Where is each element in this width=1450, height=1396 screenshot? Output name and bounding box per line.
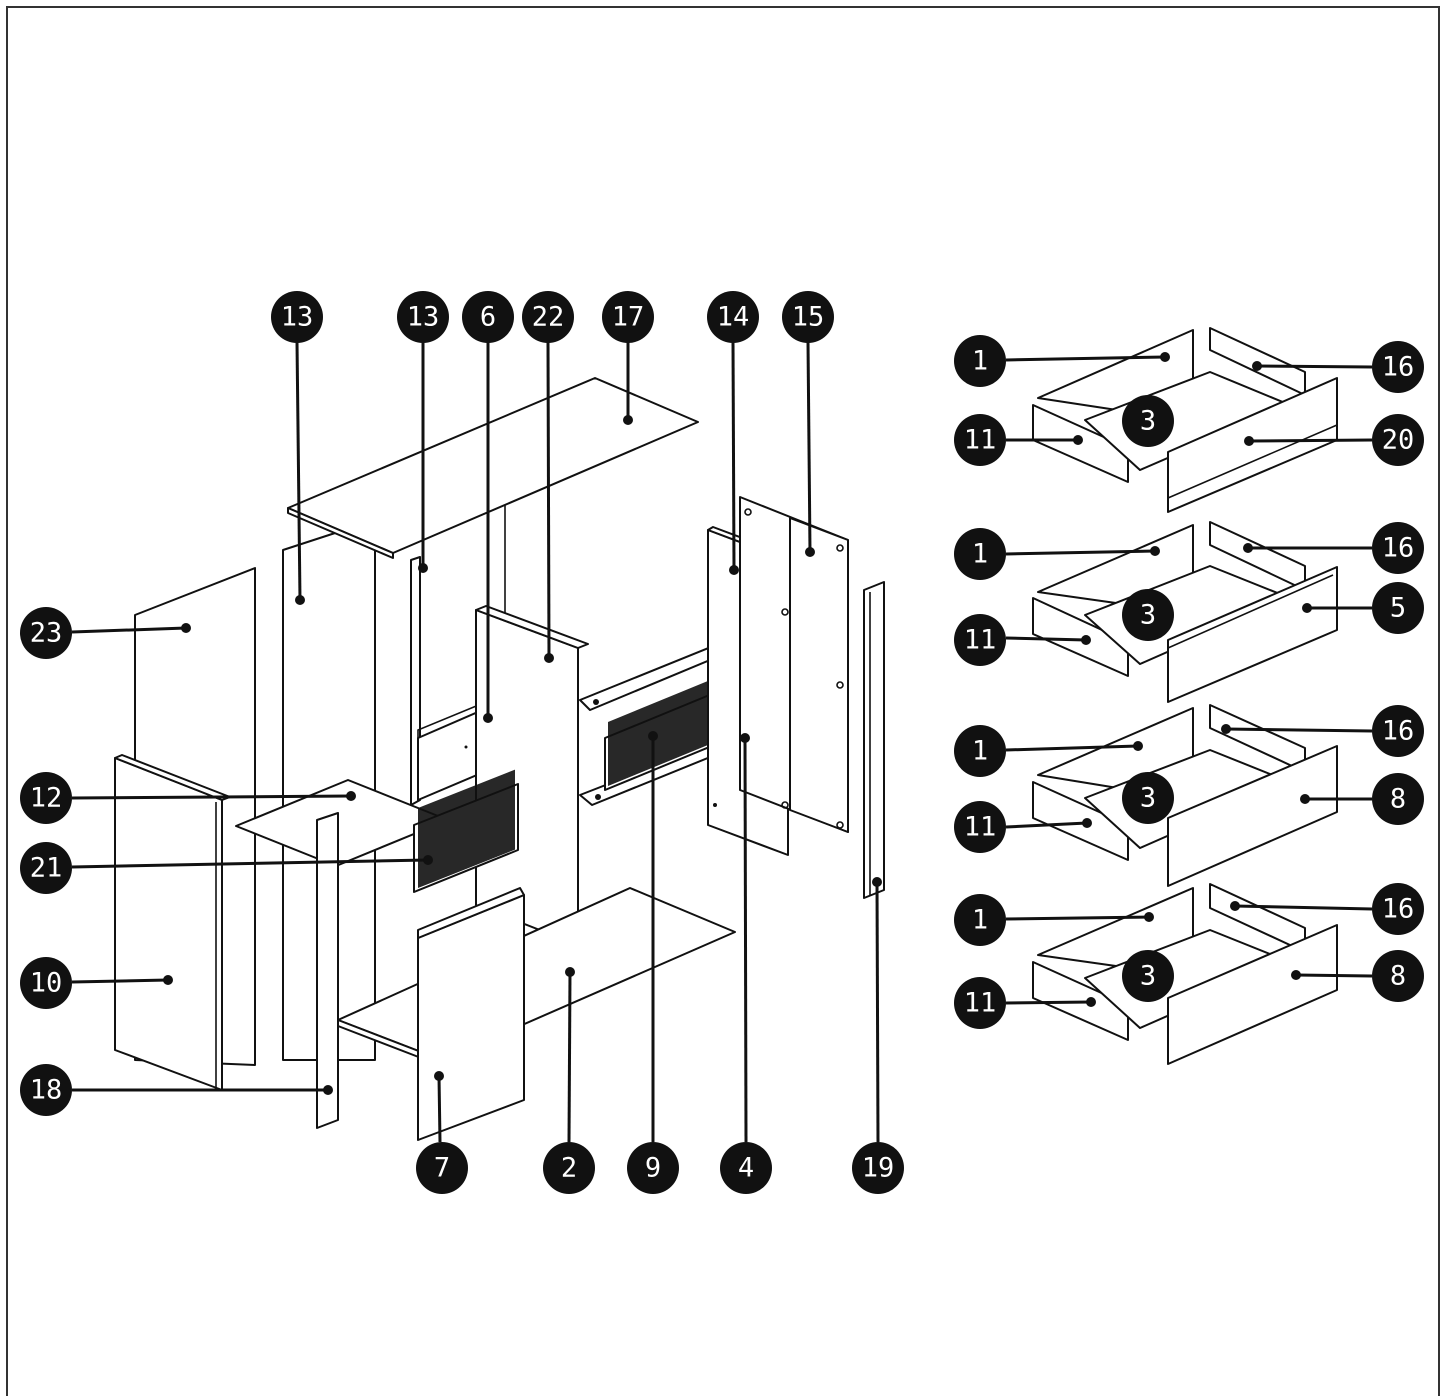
rail-18 [316, 812, 339, 1129]
svg-text:16: 16 [1382, 716, 1415, 747]
badge-22: 22 [522, 291, 574, 343]
drawer-2 [1032, 521, 1338, 703]
svg-text:16: 16 [1382, 894, 1415, 925]
svg-text:23: 23 [30, 618, 63, 649]
badge-drawer1-front: 20 [1372, 414, 1424, 466]
svg-text:8: 8 [1390, 784, 1406, 815]
svg-text:11: 11 [964, 988, 997, 1019]
badge-10: 10 [20, 957, 72, 1009]
badge-drawer4-side-right: 16 [1372, 883, 1424, 935]
badge-drawer3-front: 8 [1372, 773, 1424, 825]
top-board-17-edge [287, 507, 394, 559]
svg-text:11: 11 [964, 425, 997, 456]
drawing-frame [6, 6, 1440, 1396]
svg-text:5: 5 [1390, 593, 1406, 624]
svg-text:11: 11 [964, 625, 997, 656]
badge-drawer2-side-right: 16 [1372, 522, 1424, 574]
badge-7: 7 [416, 1142, 468, 1194]
svg-text:2: 2 [561, 1153, 577, 1184]
badge-6: 6 [462, 291, 514, 343]
badge-drawer4-back: 1 [954, 894, 1006, 946]
panel-22-edge [475, 605, 589, 649]
badge-18: 18 [20, 1064, 72, 1116]
badge-21: 21 [20, 842, 72, 894]
svg-text:1: 1 [972, 539, 988, 570]
svg-text:22: 22 [532, 302, 565, 333]
svg-text:12: 12 [30, 783, 63, 814]
drawer-1 [1032, 327, 1338, 513]
svg-text:8: 8 [1390, 961, 1406, 992]
badge-drawer2-front: 5 [1372, 582, 1424, 634]
svg-text:3: 3 [1140, 961, 1156, 992]
svg-text:1: 1 [972, 736, 988, 767]
badge-drawer1-side-right: 16 [1372, 341, 1424, 393]
badge-drawer3-bottom: 3 [1122, 772, 1174, 824]
leader-dots [163, 352, 1312, 1095]
badge-drawer3-side-right: 16 [1372, 705, 1424, 757]
drawer-3 [1032, 704, 1338, 887]
top-board-17 [287, 377, 699, 554]
svg-text:9: 9 [645, 1153, 661, 1184]
badge-drawer3-side-left: 11 [954, 801, 1006, 853]
svg-text:3: 3 [1140, 783, 1156, 814]
svg-text:13: 13 [281, 302, 314, 333]
badge-drawer4-bottom: 3 [1122, 950, 1174, 1002]
badge-2: 2 [543, 1142, 595, 1194]
svg-text:16: 16 [1382, 533, 1415, 564]
badge-drawer4-side-left: 11 [954, 977, 1006, 1029]
mesh-21-slots [418, 769, 515, 888]
svg-text:16: 16 [1382, 352, 1415, 383]
svg-text:11: 11 [964, 812, 997, 843]
badge-19: 19 [852, 1142, 904, 1194]
badge-drawer4-front: 8 [1372, 950, 1424, 1002]
badge-14: 14 [707, 291, 759, 343]
svg-text:15: 15 [792, 302, 825, 333]
badge-9: 9 [627, 1142, 679, 1194]
svg-text:18: 18 [30, 1075, 63, 1106]
badge-12: 12 [20, 772, 72, 824]
badge-13-left: 13 [271, 291, 323, 343]
svg-text:7: 7 [434, 1153, 450, 1184]
badge-drawer1-bottom: 3 [1122, 395, 1174, 447]
svg-text:1: 1 [972, 346, 988, 377]
panel-15-face [789, 517, 849, 833]
panel-22 [475, 609, 579, 946]
svg-text:20: 20 [1382, 425, 1415, 456]
svg-text:10: 10 [30, 968, 63, 999]
svg-text:19: 19 [862, 1153, 895, 1184]
badge-17: 17 [602, 291, 654, 343]
leader-lines [71, 341, 1373, 1143]
badge-4: 4 [720, 1142, 772, 1194]
svg-text:1: 1 [972, 905, 988, 936]
svg-text:6: 6 [480, 302, 496, 333]
badge-drawer2-back: 1 [954, 528, 1006, 580]
svg-text:13: 13 [407, 302, 440, 333]
badge-15: 15 [782, 291, 834, 343]
svg-text:3: 3 [1140, 600, 1156, 631]
badge-23: 23 [20, 607, 72, 659]
rail-19 [863, 581, 885, 899]
svg-text:3: 3 [1140, 406, 1156, 437]
badge-13-inner: 13 [397, 291, 449, 343]
panel-7-top [417, 887, 525, 939]
badge-drawer2-side-left: 11 [954, 614, 1006, 666]
badge-drawer1-side-left: 11 [954, 414, 1006, 466]
svg-text:14: 14 [717, 302, 750, 333]
svg-text:21: 21 [30, 853, 63, 884]
badge-drawer2-bottom: 3 [1122, 589, 1174, 641]
svg-text:17: 17 [612, 302, 645, 333]
badge-drawer3-back: 1 [954, 725, 1006, 777]
badge-drawer1-back: 1 [954, 335, 1006, 387]
panel-10 [114, 757, 223, 1091]
svg-text:4: 4 [738, 1153, 754, 1184]
